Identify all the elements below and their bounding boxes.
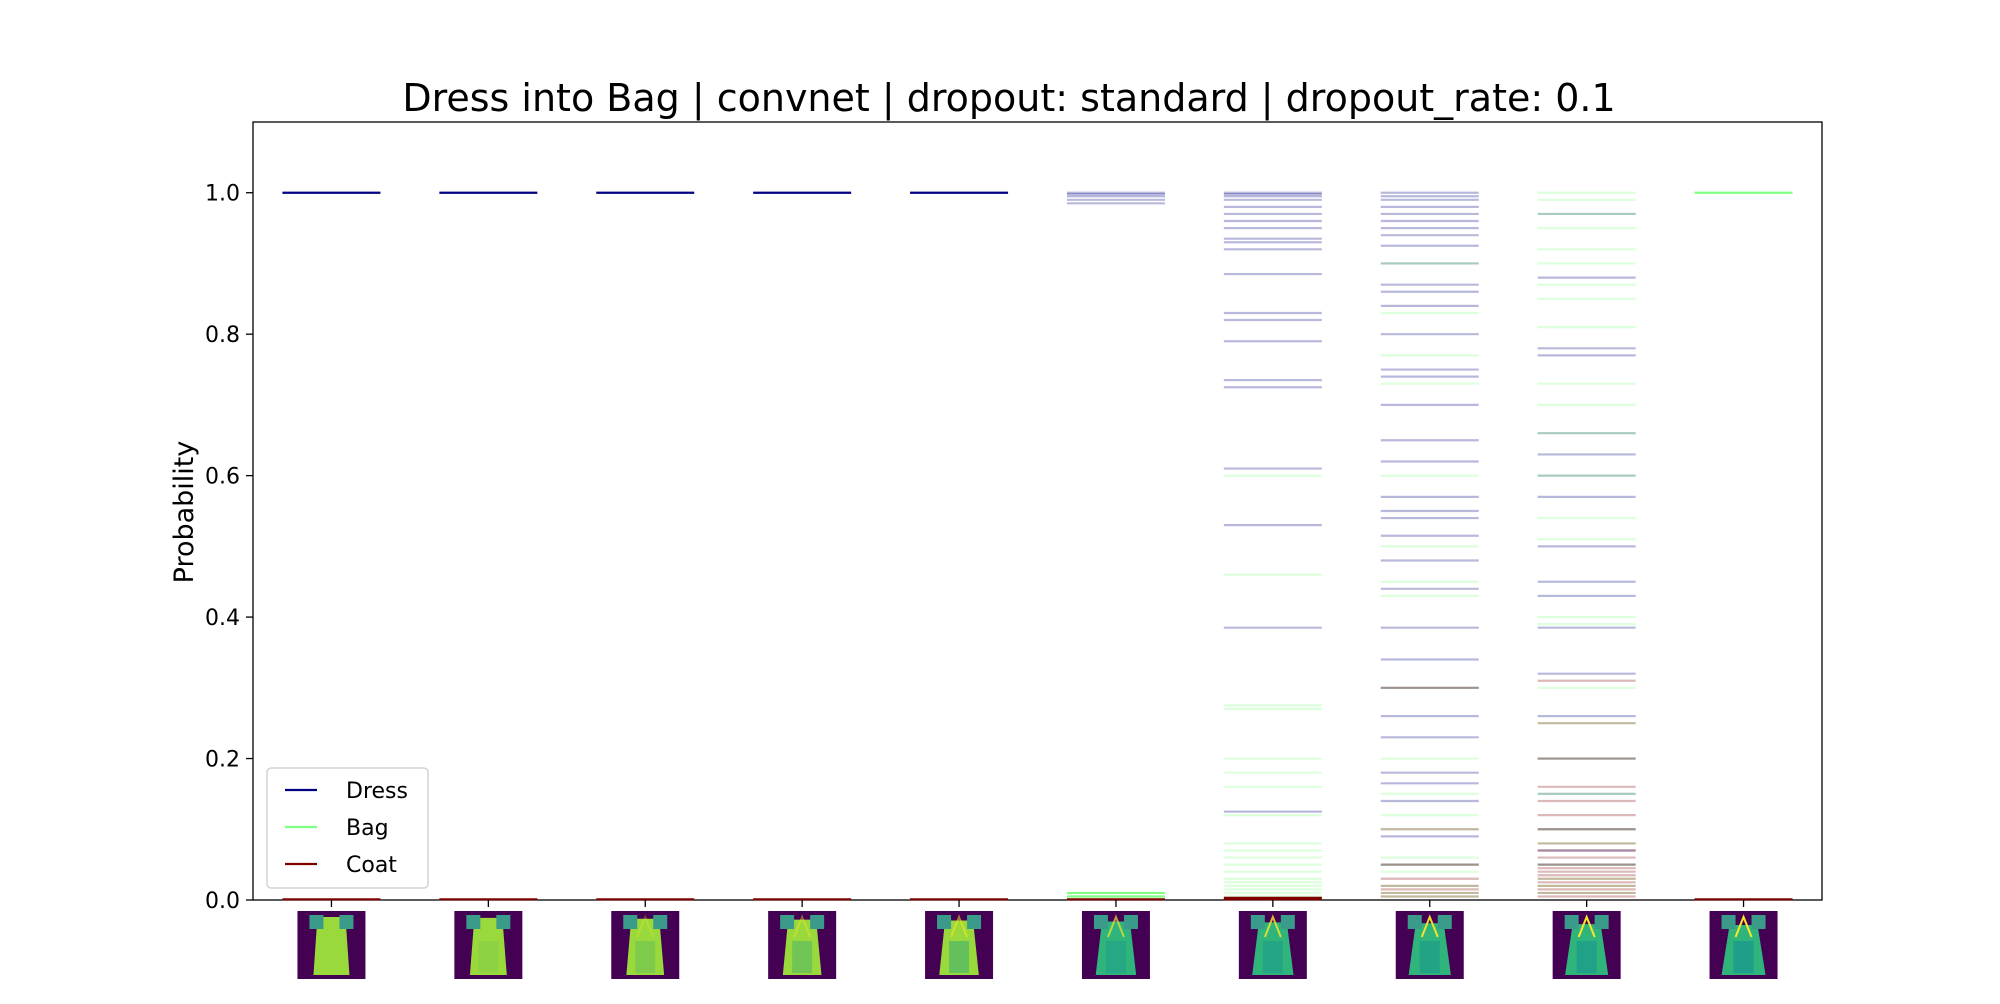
thumbnail-inner xyxy=(1262,941,1283,973)
thumbnail-shoulder-right xyxy=(967,915,982,929)
thumbnail-handle xyxy=(1734,914,1753,938)
x-tick-image xyxy=(297,911,366,979)
thumbnail-shoulder-left xyxy=(1721,915,1736,929)
thumbnail-inner xyxy=(949,941,970,973)
x-tick-image xyxy=(1552,911,1621,979)
y-tick-label: 0.4 xyxy=(205,606,240,631)
x-tick-image xyxy=(1709,911,1778,979)
thumbnail-handle xyxy=(1420,914,1439,938)
plot-area: 0.0 0.2 0.4 0.6 0.8 1.0 xyxy=(205,121,1823,979)
thumbnail-inner xyxy=(792,941,813,973)
legend-label-dress: Dress xyxy=(346,779,408,804)
thumbnail-silhouette xyxy=(782,919,822,975)
x-tick-image xyxy=(1081,911,1150,979)
thumbnail-handle xyxy=(1577,914,1596,938)
x-tick-image xyxy=(768,911,837,979)
thumbnail-shoulder-right xyxy=(653,915,668,929)
thumbnail-handle xyxy=(1107,914,1125,938)
thumbnail-silhouette xyxy=(626,918,665,975)
thumbnail-inner xyxy=(1733,941,1754,973)
thumbnail-handle xyxy=(636,914,655,938)
legend-label-bag: Bag xyxy=(346,816,389,841)
x-tick-image xyxy=(454,911,523,979)
thumbnail-silhouette xyxy=(469,917,507,975)
thumbnail-inner xyxy=(321,941,341,973)
thumbnail-shoulder-right xyxy=(496,915,511,929)
thumbnail-handle xyxy=(950,914,968,938)
thumbnail-shoulder-left xyxy=(780,915,795,929)
thumbnail-shoulder-right xyxy=(1123,915,1138,929)
legend-label-coat: Coat xyxy=(346,853,397,878)
thumbnail-handle xyxy=(1263,914,1282,938)
thumbnail-shoulder-left xyxy=(937,915,952,929)
thumbnail-shoulder-left xyxy=(309,915,324,929)
thumbnail-shoulder-right xyxy=(1437,915,1452,929)
thumbnail-shoulder-left xyxy=(1250,915,1265,929)
legend-box xyxy=(266,767,429,889)
thumbnail-silhouette xyxy=(313,917,350,975)
thumbnail-shoulder-right xyxy=(1594,915,1609,929)
x-tick-image xyxy=(1395,911,1464,979)
thumbnail-shoulder-right xyxy=(1751,915,1766,929)
thumbnail-shoulder-left xyxy=(623,915,638,929)
chart-title: Dress into Bag | convnet | dropout: stan… xyxy=(402,76,1615,121)
y-tick-label: 0.6 xyxy=(205,465,240,490)
thumbnail-shoulder-left xyxy=(1093,915,1108,929)
thumbnail-shoulder-right xyxy=(810,915,825,929)
thumbnail-inner xyxy=(1576,941,1597,973)
thumbnail-shoulder-left xyxy=(1407,915,1422,929)
y-tick-label: 1.0 xyxy=(205,182,240,207)
y-tick-label: 0.8 xyxy=(205,323,240,348)
y-axis-label: Probability xyxy=(169,441,200,584)
thumbnail-shoulder-left xyxy=(1564,915,1579,929)
plot-frame xyxy=(252,121,1823,901)
y-tick-label: 0.0 xyxy=(205,889,240,914)
thumbnail-shoulder-right xyxy=(339,915,354,929)
x-tick-image xyxy=(611,911,680,979)
x-tick-image xyxy=(1238,911,1307,979)
x-tick-image xyxy=(925,911,994,979)
thumbnail-inner xyxy=(1419,941,1440,973)
y-tick-label: 0.2 xyxy=(205,748,240,773)
thumbnail-inner xyxy=(478,941,499,973)
thumbnail-silhouette xyxy=(939,920,979,975)
thumbnail-handle xyxy=(793,914,812,938)
thumbnail-shoulder-left xyxy=(466,915,481,929)
thumbnail-inner xyxy=(635,941,656,973)
thumbnail-shoulder-right xyxy=(1280,915,1295,929)
thumbnail-inner xyxy=(1105,941,1126,973)
